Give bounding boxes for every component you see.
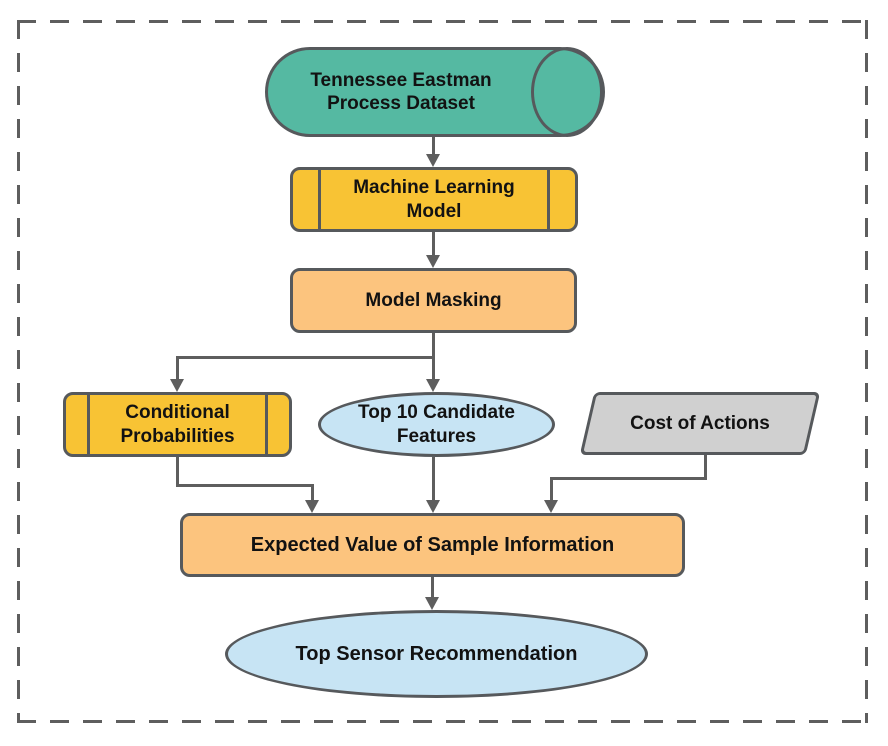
node-model-masking: Model Masking	[290, 268, 577, 333]
edge-dataset-to-mlmodel	[432, 137, 435, 157]
edge-features-to-evsi	[432, 457, 435, 501]
node-conditional-probabilities: Conditional Probabilities	[63, 392, 292, 457]
predefined-process-bar-left	[318, 170, 321, 229]
edge-cost-drop	[550, 477, 553, 501]
predefined-process-bar-left	[87, 395, 90, 454]
node-dataset-label: Tennessee Eastman Process Dataset	[310, 69, 492, 114]
node-top-candidate-features: Top 10 Candidate Features	[318, 392, 555, 457]
edge-evsi-to-sensor	[431, 577, 434, 599]
frame-border-top	[17, 20, 868, 23]
arrowhead-cost-to-evsi	[544, 500, 558, 513]
arrowhead-masking-to-features	[426, 379, 440, 392]
edge-condprob-horizontal	[176, 484, 314, 487]
arrowhead-evsi-to-sensor	[425, 597, 439, 610]
node-dataset-cylinder: Tennessee Eastman Process Dataset	[265, 47, 605, 137]
edge-masking-branch-horizontal	[176, 356, 435, 359]
node-cost-of-actions: Cost of Actions	[577, 392, 823, 455]
arrowhead-condprob-to-evsi	[305, 500, 319, 513]
edge-cost-horizontal	[550, 477, 707, 480]
arrowhead-masking-to-condprob	[170, 379, 184, 392]
node-ml-model: Machine Learning Model	[290, 167, 578, 232]
edge-condprob-drop	[311, 484, 314, 501]
frame-border-right	[865, 20, 868, 723]
arrowhead-mlmodel-to-masking	[426, 255, 440, 268]
cylinder-end-cap	[531, 47, 603, 137]
edge-cost-stem	[704, 455, 707, 480]
predefined-process-bar-right	[265, 395, 268, 454]
edge-mlmodel-to-masking	[432, 232, 435, 256]
node-evsi-label: Expected Value of Sample Information	[250, 533, 615, 556]
predefined-process-bar-right	[547, 170, 550, 229]
edge-condprob-stem	[176, 457, 179, 487]
edge-masking-to-condprob	[176, 356, 179, 380]
node-top-sensor-recommendation: Top Sensor Recommendation	[225, 610, 648, 698]
node-top-sensor-recommendation-label: Top Sensor Recommendation	[295, 642, 578, 665]
frame-border-bottom	[17, 720, 868, 723]
node-evsi: Expected Value of Sample Information	[180, 513, 685, 577]
node-top-candidate-features-label: Top 10 Candidate Features	[358, 402, 515, 447]
node-conditional-probabilities-label: Conditional Probabilities	[120, 402, 235, 447]
arrowhead-dataset-to-mlmodel	[426, 154, 440, 167]
node-ml-model-label: Machine Learning Model	[353, 177, 515, 222]
frame-border-left	[17, 20, 20, 723]
arrowhead-features-to-evsi	[426, 500, 440, 513]
node-model-masking-label: Model Masking	[365, 289, 502, 311]
node-cost-of-actions-label: Cost of Actions	[630, 412, 770, 434]
